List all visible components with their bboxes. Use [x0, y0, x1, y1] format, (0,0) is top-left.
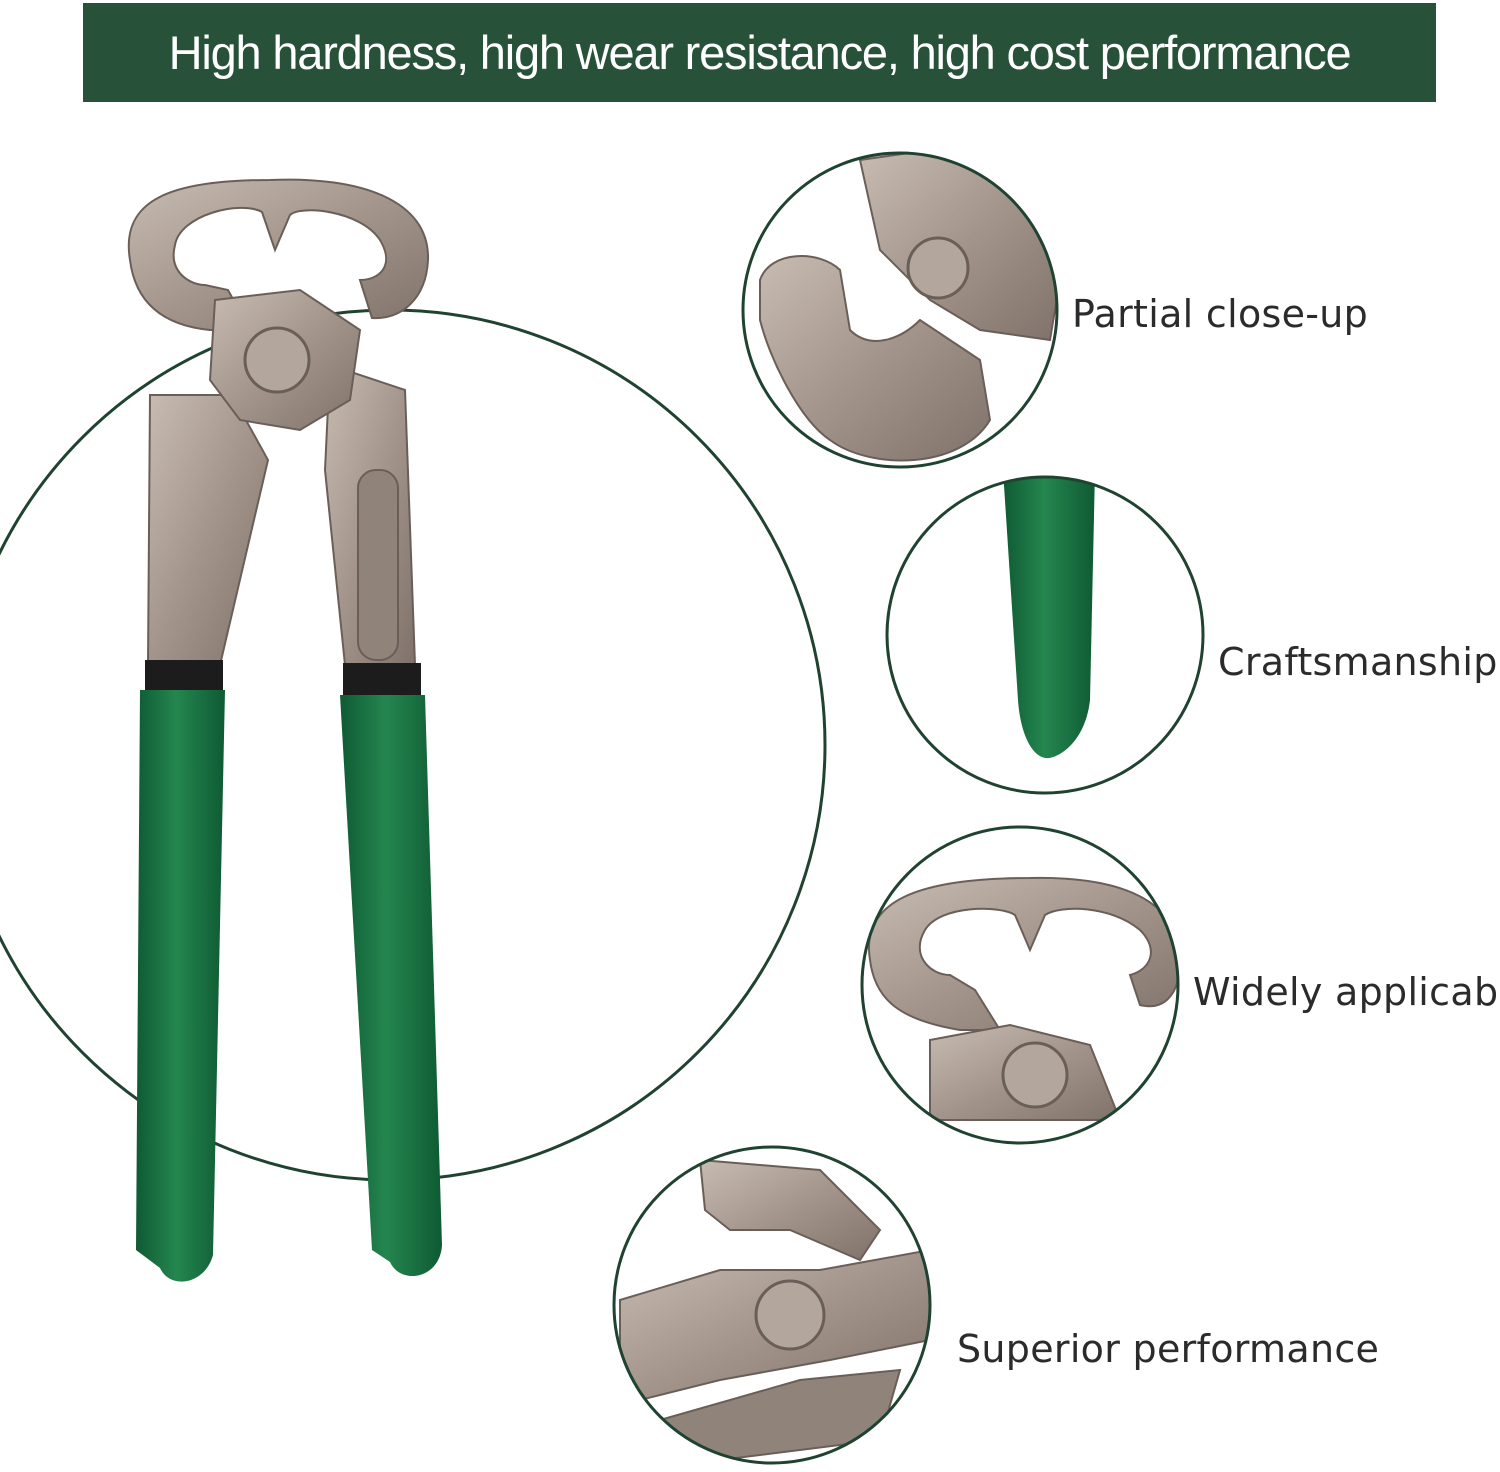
end-cutting-pincers-icon	[127, 178, 442, 1282]
feature-label-widely-applicable: Widely applicable	[1193, 970, 1500, 1014]
closeup-circle-4	[614, 1147, 930, 1463]
feature-label-partial-closeup: Partial close-up	[1072, 292, 1369, 336]
headline-banner: High hardness, high wear resistance, hig…	[83, 3, 1436, 102]
closeup-circle-2	[887, 477, 1203, 793]
closeup-circle-3	[862, 827, 1178, 1143]
closeup-circle-1	[743, 153, 1057, 467]
feature-label-superior-performance: Superior performance	[957, 1327, 1380, 1371]
feature-label-craftsmanship: Craftsmanship	[1218, 640, 1498, 684]
headline-text: High hardness, high wear resistance, hig…	[168, 26, 1352, 79]
